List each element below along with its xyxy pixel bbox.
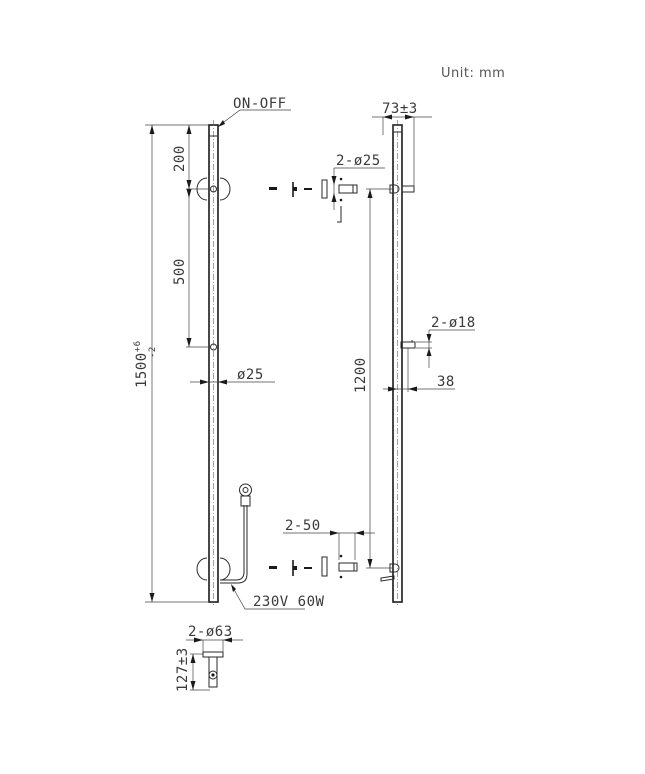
dim-tube-diameter: ø25 (237, 367, 264, 383)
fixing-kit-top (269, 177, 358, 223)
left-rail (196, 120, 252, 605)
dim-1500-tol-plus: +6 (133, 340, 143, 353)
dim-2-25: 2-ø25 (336, 153, 381, 169)
dim-500: 500 (172, 258, 188, 285)
dim-200: 200 (172, 145, 188, 172)
dim-38: 38 (437, 374, 455, 390)
fixing-kit-bottom (269, 554, 358, 579)
dim-2-63: 2-ø63 (188, 624, 233, 640)
dim-1200: 1200 (353, 357, 369, 393)
dim-1500-tol-minus: -2 (148, 346, 158, 358)
dim-127: 127±3 (175, 647, 191, 692)
dim-73: 73±3 (382, 101, 418, 117)
cable-label: 230V 60W (253, 594, 325, 610)
switch-label: ON-OFF (233, 96, 287, 112)
unit-label: Unit: mm (441, 66, 506, 81)
bracket-detail (202, 651, 224, 688)
right-rail (380, 120, 416, 605)
dim-2-50: 2-50 (285, 518, 321, 534)
dim-2-18: 2-ø18 (431, 315, 476, 331)
